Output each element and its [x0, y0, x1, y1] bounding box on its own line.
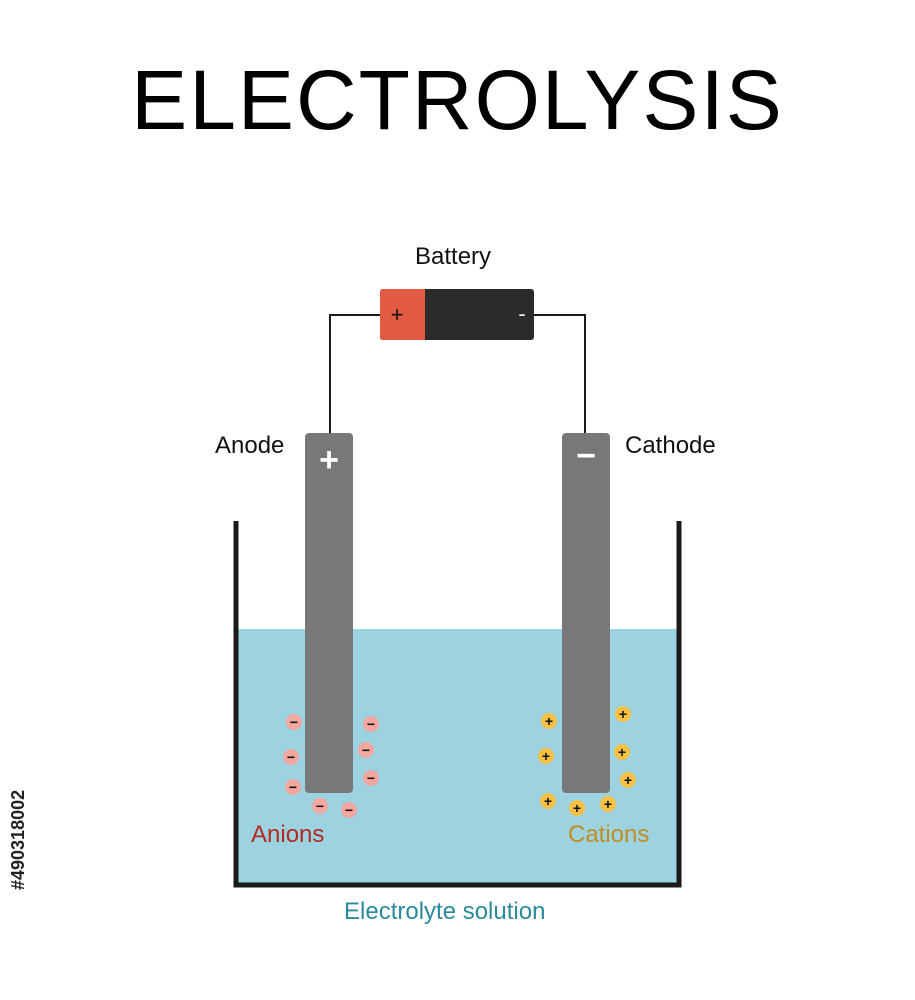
anion-3: [283, 749, 299, 765]
battery-label: Battery: [415, 243, 492, 270]
battery-positive-terminal: [380, 289, 425, 340]
battery-plus-sign: +: [391, 302, 404, 327]
anion-sign-7: −: [316, 798, 324, 814]
wire-cathode: [534, 314, 586, 433]
cation-2: [615, 706, 631, 722]
cation-sign-1: +: [545, 713, 553, 729]
cation-group: + + + + + + + +: [538, 706, 636, 816]
anion-8: [341, 802, 357, 818]
anion-sign-3: −: [287, 749, 295, 765]
anion-1: [286, 714, 302, 730]
page-title: ELECTROLYSIS: [131, 53, 784, 147]
cation-4: [614, 744, 630, 760]
anion-sign-5: −: [289, 779, 297, 795]
anion-group: −−−−−−−−: [283, 714, 379, 818]
cation-1: [541, 713, 557, 729]
cation-7: [569, 800, 585, 816]
battery-minus-sign: -: [518, 301, 525, 326]
cation-3: [538, 748, 554, 764]
anions-label: Anions: [251, 821, 325, 848]
anion-sign-2: −: [367, 716, 375, 732]
wire-anode: [329, 314, 380, 433]
anion-sign-4: −: [362, 742, 370, 758]
cation-sign-8: +: [604, 796, 612, 812]
cation-sign-2: +: [619, 706, 627, 722]
anion-4: [358, 742, 374, 758]
anode-label: Anode: [215, 432, 285, 459]
cation-sign-6: +: [544, 793, 552, 809]
cation-sign-7: +: [573, 800, 581, 816]
stock-id: #490318002: [8, 789, 28, 891]
cation-6: [540, 793, 556, 809]
cathode-electrode: −: [562, 433, 610, 793]
anode-electrode: +: [305, 433, 353, 793]
beaker: [233, 521, 682, 888]
anode-sign: +: [319, 441, 339, 479]
cation-8: [600, 796, 616, 812]
cation-sign-4: +: [618, 744, 626, 760]
cation-5: [620, 772, 636, 788]
anion-sign-8: −: [345, 802, 353, 818]
cations-label: Cations: [568, 821, 650, 848]
anion-sign-6: −: [367, 770, 375, 786]
anion-sign-1: −: [290, 714, 298, 730]
cathode-label: Cathode: [625, 432, 716, 459]
anion-6: [363, 770, 379, 786]
cathode-sign: −: [576, 437, 596, 475]
anion-7: [312, 798, 328, 814]
electrolyte-label: Electrolyte solution: [344, 898, 546, 925]
anion-2: [363, 716, 379, 732]
anion-5: [285, 779, 301, 795]
battery: + -: [380, 289, 534, 340]
cation-sign-5: +: [624, 772, 632, 788]
cation-sign-3: +: [542, 748, 550, 764]
